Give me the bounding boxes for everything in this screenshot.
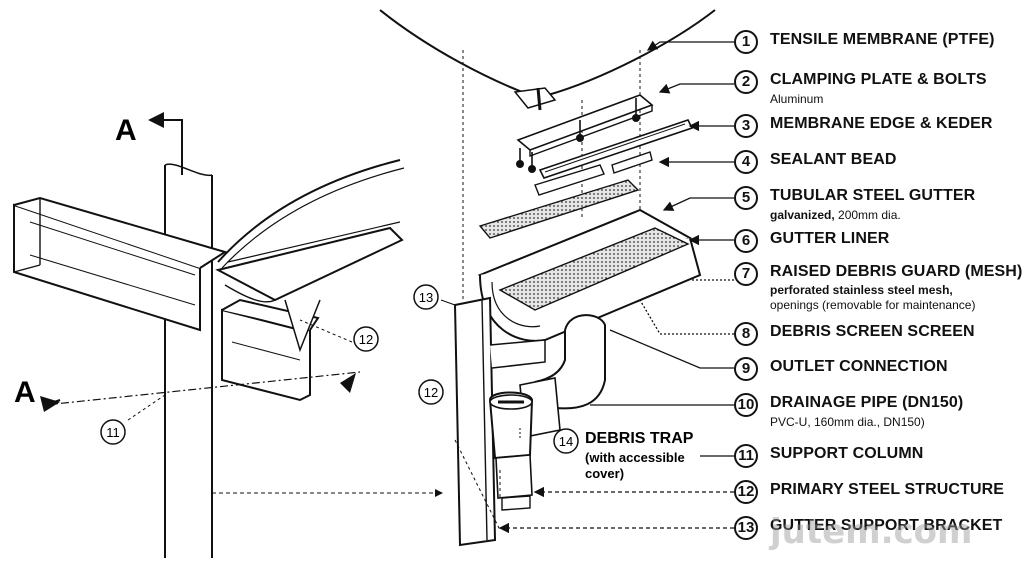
center-callout-13: 13: [413, 284, 439, 310]
callout-12-number: 12: [734, 480, 758, 504]
callout-13-number: 13: [734, 516, 758, 540]
center-callout-12-text: 12: [424, 385, 438, 400]
callout-6-title: GUTTER LINER: [770, 230, 890, 247]
callout-13-title: GUTTER SUPPORT BRACKET: [770, 517, 1003, 534]
callout-3-number: 3: [734, 114, 758, 138]
callout-10-number: 10: [734, 393, 758, 417]
center-callout-13-text: 13: [419, 290, 433, 305]
left-callout-11: 11: [100, 419, 126, 445]
callout-3-title: MEMBRANE EDGE & KEDER: [770, 115, 993, 132]
callout-7-subtitle-bold: perforated stainless steel mesh,: [770, 283, 953, 297]
section-arrow-bottom: [40, 373, 356, 412]
left-callout-12: 12: [353, 326, 379, 352]
callout-10-title: DRAINAGE PIPE (DN150): [770, 394, 964, 411]
callout-7-subtitle-2: openings (removable for maintenance): [770, 298, 976, 312]
callout-5-subtitle-text: 200mm dia.: [838, 208, 901, 222]
left-callout-12-text: 12: [359, 332, 373, 347]
center-callout-12: 12: [418, 379, 444, 405]
callout-7-title: RAISED DEBRIS GUARD (MESH): [770, 263, 1023, 280]
callout-5-subtitle-bold: galvanized,: [770, 208, 835, 222]
debris-trap-callout: 14 DEBRIS TRAP (with accessible cover): [553, 428, 694, 481]
callout-9-title: OUTLET CONNECTION: [770, 358, 948, 375]
callout-2-number: 2: [734, 70, 758, 94]
callout-11-title: SUPPORT COLUMN: [770, 445, 924, 462]
callout-5-title: TUBULAR STEEL GUTTER: [770, 187, 976, 204]
callout-1-number: 1: [734, 30, 758, 54]
callout-1-title: TENSILE MEMBRANE (PTFE): [770, 31, 995, 48]
callout-2-title: CLAMPING PLATE & BOLTS: [770, 71, 987, 88]
callout-4-number: 4: [734, 150, 758, 174]
callout-2-subtitle: Aluminum: [770, 92, 824, 106]
section-label-bottom: A: [14, 376, 36, 409]
debris-trap-sub1: (with accessible: [585, 450, 685, 465]
callout-legend: 1 TENSILE MEMBRANE (PTFE) 2 CLAMPING PLA…: [732, 0, 1024, 558]
left-overview: [13, 112, 443, 558]
left-callout-11-text: 11: [106, 425, 120, 440]
callout-8-title: DEBRIS SCREEN SCREEN: [770, 323, 975, 340]
callout-5-subtitle: galvanized, 200mm dia.: [770, 208, 901, 222]
section-label-top: A: [115, 114, 137, 147]
callout-7-number: 7: [734, 262, 758, 286]
debris-trap-num: 14: [559, 434, 573, 449]
callout-8-number: 8: [734, 322, 758, 346]
callout-6-number: 6: [734, 229, 758, 253]
callout-9-number: 9: [734, 357, 758, 381]
exploded-detail: [379, 9, 716, 547]
debris-trap-sub2: cover): [585, 466, 624, 481]
callout-4-title: SEALANT BEAD: [770, 151, 897, 168]
callout-10-subtitle: PVC-U, 160mm dia., DN150): [770, 415, 925, 429]
callout-5-number: 5: [734, 186, 758, 210]
watermark: jutem.com: [770, 512, 973, 552]
debris-trap-title: DEBRIS TRAP: [585, 430, 694, 447]
callout-11-number: 11: [734, 444, 758, 468]
callout-12-title: PRIMARY STEEL STRUCTURE: [770, 481, 1005, 498]
callout-7-subtitle: perforated stainless steel mesh,: [770, 283, 953, 297]
legend-leaders: [498, 40, 734, 534]
